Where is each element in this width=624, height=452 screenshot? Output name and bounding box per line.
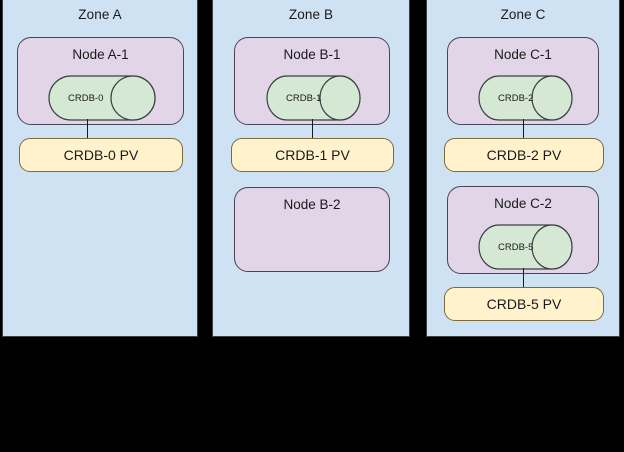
pv-box-crdb-0[interactable]: CRDB-0 PV <box>19 138 183 172</box>
node-title-b-1: Node B-1 <box>283 47 341 62</box>
database-cylinder-crdb-0[interactable]: CRDB-0 <box>48 75 156 121</box>
cylinder-shape <box>48 75 156 121</box>
cylinder-shape <box>266 75 361 121</box>
pv-box-crdb-5[interactable]: CRDB-5 PV <box>444 287 604 321</box>
node-box-b-1[interactable]: Node B-1 CRDB-1 <box>234 37 390 125</box>
connector-node-c-2-to-pv <box>523 268 524 288</box>
database-cylinder-crdb-5[interactable]: CRDB-5 <box>478 224 573 270</box>
cylinder-shape <box>478 75 573 121</box>
node-title-c-2: Node C-2 <box>494 196 552 211</box>
node-title-b-2: Node B-2 <box>283 197 341 212</box>
zone-title-c: Zone C <box>500 7 546 22</box>
cylinder-shape <box>478 224 573 270</box>
node-title-c-1: Node C-1 <box>494 47 552 62</box>
pv-box-crdb-2[interactable]: CRDB-2 PV <box>444 138 604 172</box>
connector-node-b-1-to-pv <box>312 119 313 139</box>
zone-title-b: Zone B <box>288 7 334 22</box>
zone-panel-a[interactable]: Zone A Node A-1 CRDB-0 CRDB-0 PV <box>2 0 198 337</box>
node-box-c-2[interactable]: Node C-2 CRDB-5 <box>447 186 599 274</box>
pv-box-crdb-1[interactable]: CRDB-1 PV <box>231 138 394 172</box>
connector-node-a-1-to-pv <box>87 119 88 139</box>
zone-panel-b[interactable]: Zone B Node B-1 CRDB-1 CRDB-1 PV Node B-… <box>212 0 410 337</box>
node-box-b-2[interactable]: Node B-2 <box>234 187 390 272</box>
connector-node-c-1-to-pv <box>523 119 524 139</box>
node-box-a-1[interactable]: Node A-1 CRDB-0 <box>17 37 184 125</box>
node-box-c-1[interactable]: Node C-1 CRDB-2 <box>447 37 599 125</box>
zone-title-a: Zone A <box>78 7 122 22</box>
node-title-a-1: Node A-1 <box>72 47 129 62</box>
zone-panel-c[interactable]: Zone C Node C-1 CRDB-2 CRDB-2 PV Node C-… <box>426 0 620 337</box>
database-cylinder-crdb-2[interactable]: CRDB-2 <box>478 75 573 121</box>
database-cylinder-crdb-1[interactable]: CRDB-1 <box>266 75 361 121</box>
